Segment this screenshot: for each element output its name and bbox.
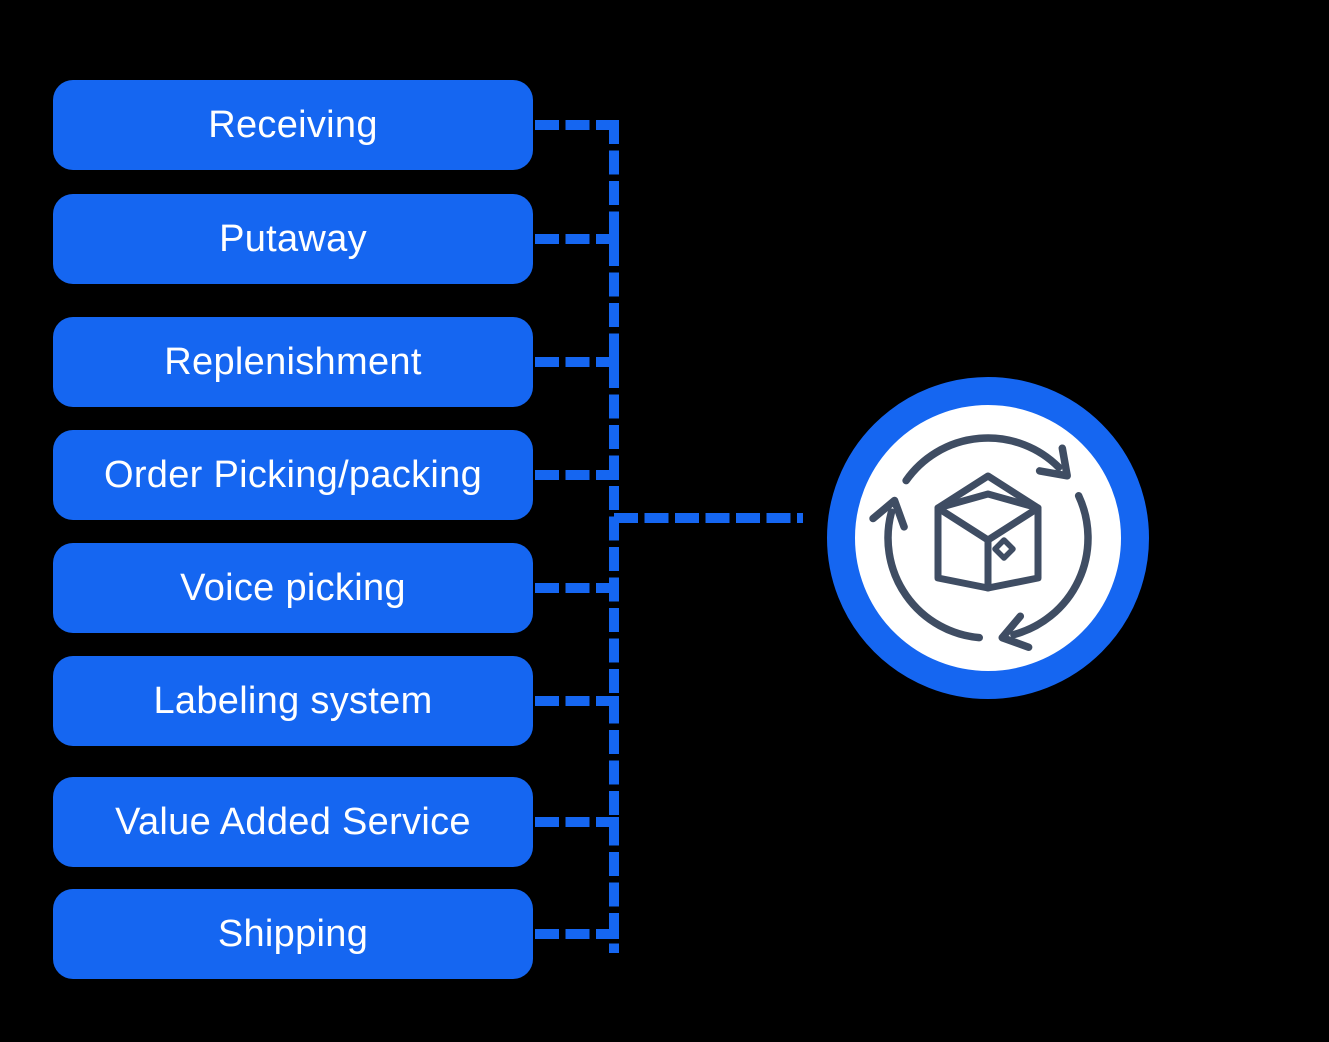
cycle-arrow-left xyxy=(869,496,983,642)
process-box-label: Putaway xyxy=(219,217,367,260)
cycle-badge xyxy=(827,377,1149,699)
process-box-label: Replenishment xyxy=(164,340,422,383)
process-box-shipping: Shipping xyxy=(53,889,533,979)
process-box-labeling-system: Labeling system xyxy=(53,656,533,746)
process-box-order-picking-packing: Order Picking/packing xyxy=(53,430,533,520)
process-box-label: Receiving xyxy=(208,103,378,146)
process-box-label: Value Added Service xyxy=(115,800,471,843)
process-box-replenishment: Replenishment xyxy=(53,317,533,407)
cycle-arrow-top xyxy=(902,434,1071,485)
process-box-putaway: Putaway xyxy=(53,194,533,284)
process-box-value-added-service: Value Added Service xyxy=(53,777,533,867)
process-box-label: Order Picking/packing xyxy=(103,453,483,496)
process-box-voice-picking: Voice picking xyxy=(53,543,533,633)
cycle-arrow-bottom xyxy=(998,492,1092,651)
package-cycle-icon xyxy=(869,434,1092,651)
process-box-label: Voice picking xyxy=(180,566,406,609)
process-box-receiving: Receiving xyxy=(53,80,533,170)
process-box-label: Labeling system xyxy=(153,679,433,722)
package-box-icon xyxy=(934,472,1042,592)
process-box-label: Shipping xyxy=(217,912,369,955)
